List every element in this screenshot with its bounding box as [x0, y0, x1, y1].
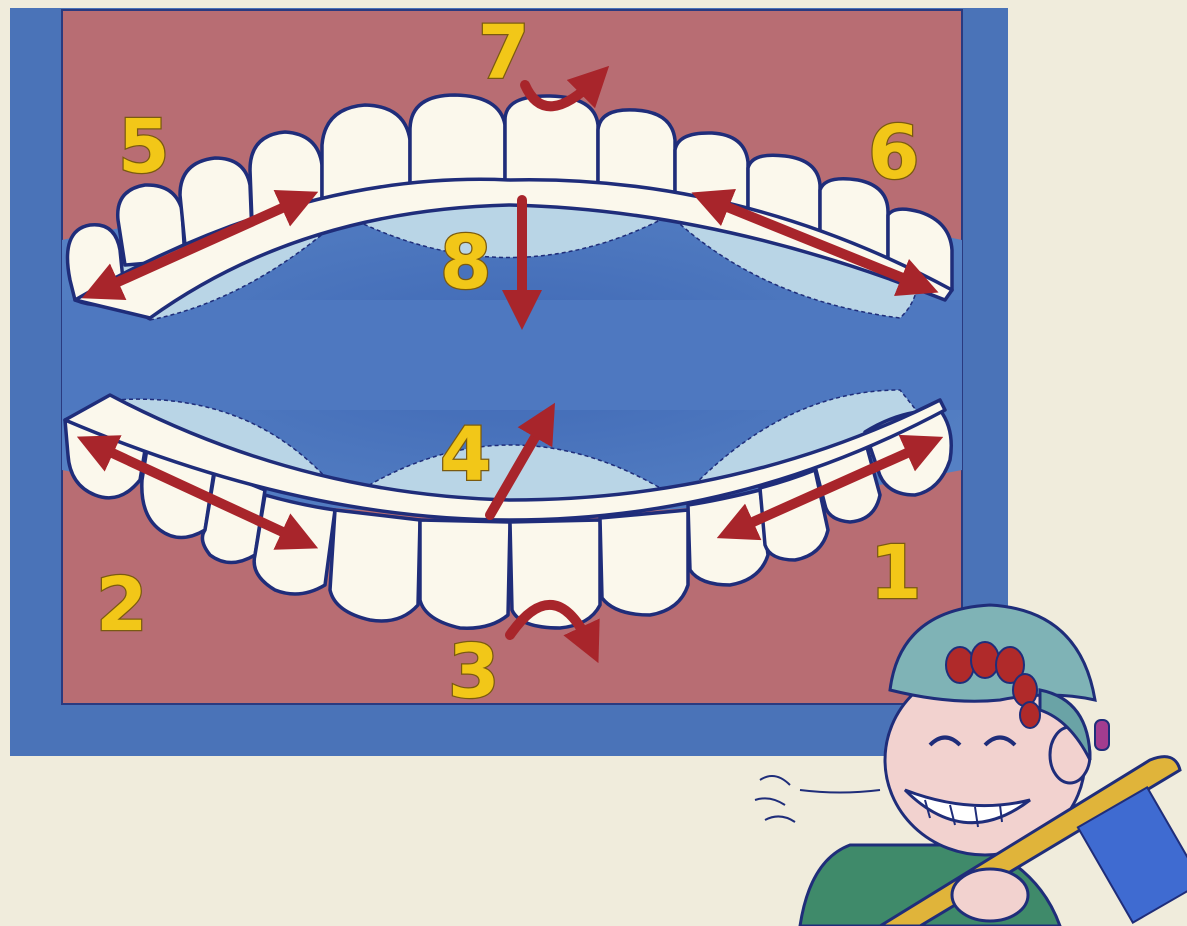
step-number-4: 4: [440, 412, 492, 498]
step-number-3: 3: [448, 629, 500, 715]
step-number-2: 2: [96, 562, 148, 648]
step-number-8: 8: [440, 220, 492, 306]
boy-hand: [952, 869, 1028, 921]
step-number-6: 6: [868, 110, 920, 196]
motion-lines: [755, 776, 880, 822]
step-number-7: 7: [478, 10, 530, 96]
step-number-5: 5: [118, 104, 170, 190]
step-number-1: 1: [870, 530, 922, 616]
